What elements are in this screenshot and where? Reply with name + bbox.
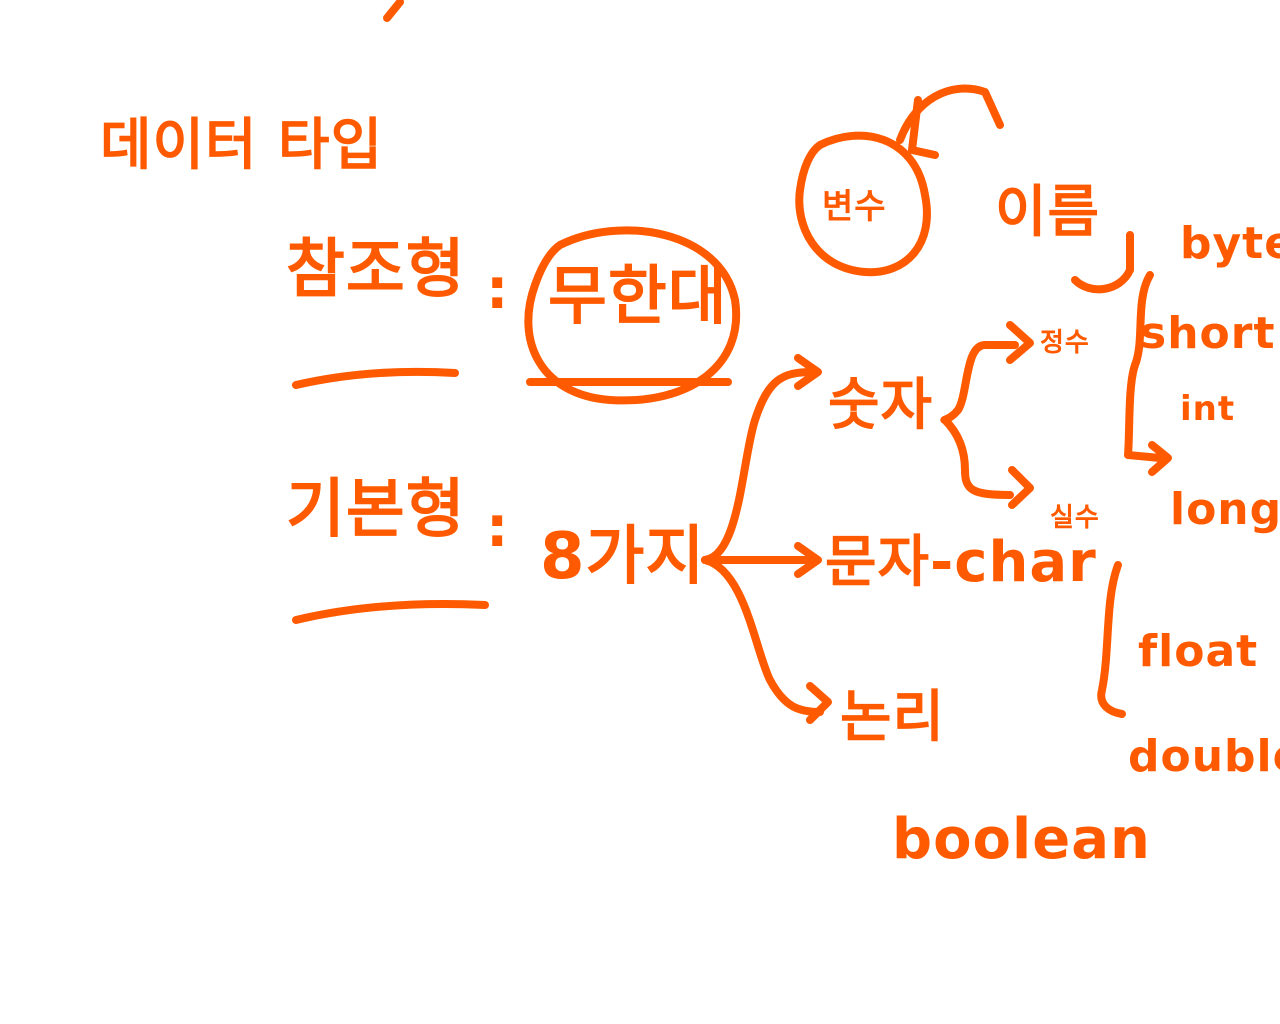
- primitive-type-label: 기본형: [286, 473, 466, 547]
- group-real: 실수: [1050, 503, 1100, 533]
- type-byte: byte: [1180, 218, 1280, 269]
- real-bracket: [1097, 561, 1126, 718]
- primitive-underline: [292, 600, 489, 624]
- diagram-title: 데이터 타입: [100, 113, 384, 178]
- variable-swoosh-mark: [908, 96, 939, 159]
- type-float: float: [1138, 626, 1259, 677]
- type-int: int: [1180, 389, 1236, 429]
- primitive-type-colon: :: [486, 495, 510, 560]
- reference-underline: [292, 367, 459, 389]
- reference-type-label: 참조형: [286, 233, 466, 307]
- name-bracket: [1071, 231, 1134, 294]
- branch-logic: [701, 556, 824, 716]
- category-character: 문자-char: [825, 530, 1097, 595]
- group-integer: 정수: [1040, 328, 1090, 358]
- stray-mark: [383, 0, 404, 22]
- category-logic-en: boolean: [892, 807, 1151, 872]
- variable-swoosh: [896, 84, 1004, 144]
- number-brace-upper-head: [1006, 321, 1034, 364]
- reference-type-value: 무한대: [548, 260, 728, 334]
- branch-number-head: [794, 354, 822, 390]
- integer-bracket-head: [1148, 441, 1172, 476]
- branch-char-head: [794, 542, 822, 578]
- category-number: 숫자: [828, 373, 934, 438]
- number-brace-lower-head: [1008, 466, 1034, 509]
- category-logic: 논리: [840, 685, 946, 750]
- infinity-circle: [524, 226, 741, 405]
- type-short: short: [1140, 308, 1276, 359]
- type-double: double: [1128, 731, 1280, 782]
- variable-name-label: 이름: [995, 180, 1101, 245]
- primitive-type-value: 8가지: [540, 520, 706, 594]
- branch-number: [701, 368, 816, 564]
- variable-circle-shape: [795, 131, 931, 277]
- number-brace: [940, 341, 1014, 499]
- variable-circle-text: 변수: [822, 187, 887, 227]
- branch-logic-head: [806, 682, 832, 724]
- reference-type-colon: :: [486, 257, 510, 322]
- type-long: long: [1170, 484, 1280, 535]
- integer-bracket: [1124, 271, 1164, 462]
